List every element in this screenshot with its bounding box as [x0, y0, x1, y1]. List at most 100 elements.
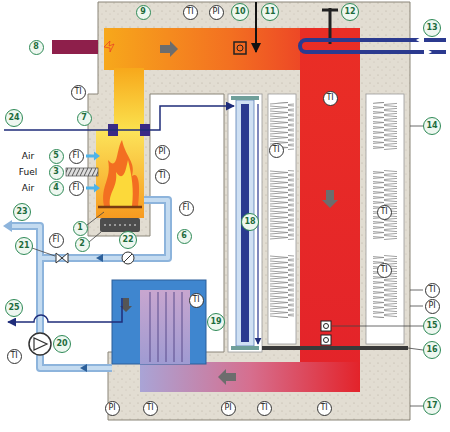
flow-label: Air [20, 151, 36, 162]
flue-riser [114, 68, 144, 132]
instrument-tag: TI [257, 401, 272, 416]
instrument-tag: TI [71, 85, 86, 100]
air-arrow [94, 152, 100, 161]
sensor [321, 321, 331, 331]
sensor [324, 324, 329, 329]
flow-label: Air [20, 183, 36, 194]
callout-number: 18 [241, 213, 259, 231]
coil-slot [366, 94, 404, 344]
instrument-tag: TI [155, 169, 170, 184]
flow-arrow [160, 41, 178, 57]
inlet-arrow [255, 2, 257, 52]
instrument-tag: TI [377, 263, 392, 278]
callout-number: 21 [15, 237, 33, 255]
callout-number: 16 [423, 341, 441, 359]
callout-number: 5 [49, 149, 64, 164]
instrument-tag: PI [221, 401, 236, 416]
air-inlet [86, 155, 95, 158]
heater-coil [373, 255, 397, 318]
callout-number: 9 [136, 5, 151, 20]
callout-number: 6 [177, 229, 192, 244]
air-arrow [94, 184, 100, 193]
pipe-arrow [80, 364, 87, 372]
insulation-housing [88, 2, 410, 420]
ash-pan [100, 218, 140, 232]
pipe-arrow [424, 48, 432, 57]
instrument-tag: PI [209, 5, 224, 20]
callout-number: 19 [207, 313, 225, 331]
temperature-sensor [237, 45, 243, 51]
coil-slot [268, 94, 296, 344]
instrument-tag: TI [377, 205, 392, 220]
instrument-tag: FI [49, 233, 64, 248]
tube-slot [228, 94, 262, 352]
callout-number: 25 [5, 299, 23, 317]
flow-meter [124, 254, 132, 262]
temperature-sensor [234, 42, 246, 54]
instrument-tag: FI [69, 149, 84, 164]
flame [110, 160, 133, 206]
igniter [52, 40, 98, 54]
heater-coil [373, 170, 397, 240]
pump-symbol [34, 338, 47, 350]
outlet-arrow [3, 220, 12, 232]
heater-coil [270, 170, 294, 240]
tube-plate [231, 96, 259, 100]
callout-number: 14 [423, 117, 441, 135]
heater-coil [270, 255, 294, 318]
instrument-tag: TI [183, 5, 198, 20]
callout-number: 12 [341, 3, 359, 21]
instrument-tag: TI [425, 283, 440, 298]
instrument-tag: TI [143, 401, 158, 416]
pump-symbol [29, 333, 51, 355]
water-pipe [10, 200, 168, 368]
tubes [150, 292, 182, 362]
water-line [8, 298, 122, 322]
instrument-tag: TI [7, 349, 22, 364]
instrument-tag: FI [179, 201, 194, 216]
callout-number: 20 [53, 335, 71, 353]
grid-plate [262, 346, 408, 350]
combustion-chamber [96, 130, 144, 218]
flue-channel [300, 28, 360, 392]
flow-meter [122, 252, 134, 264]
callout-number: 1 [73, 221, 88, 236]
callout-number: 2 [75, 237, 90, 252]
tube-bundle [140, 290, 190, 364]
callout-number: 17 [423, 397, 441, 415]
water-line [4, 106, 234, 130]
valve-symbol [56, 253, 68, 263]
water-pipe [10, 200, 168, 368]
leader-line [32, 126, 423, 406]
callout-number: 7 [77, 111, 92, 126]
air-inlet [86, 187, 95, 190]
callout-number: 8 [29, 40, 44, 55]
tube-plate [231, 346, 259, 350]
instrument-tag: PI [155, 145, 170, 160]
callout-number: 4 [49, 181, 64, 196]
pipe-arrow [416, 36, 424, 45]
callout-number: 11 [261, 3, 279, 21]
flow-label: Fuel [17, 167, 39, 178]
flame [103, 140, 139, 206]
instrument-tag: PI [425, 299, 440, 314]
pipe-arrow [96, 254, 103, 262]
callout-number: 15 [423, 317, 441, 335]
sensor [324, 338, 329, 343]
flow-arrow [322, 190, 338, 208]
callout-number: 24 [5, 109, 23, 127]
water-tank [112, 280, 206, 364]
grate [98, 206, 142, 209]
flue-channel [140, 362, 360, 392]
instrument-tag: TI [323, 91, 338, 106]
instrument-tag: FI [69, 181, 84, 196]
instrument-tag: TI [269, 143, 284, 158]
heater-coil [373, 102, 397, 150]
sensor [321, 335, 331, 345]
callout-number: 13 [423, 19, 441, 37]
callout-number: 22 [119, 231, 137, 249]
ash [104, 224, 136, 226]
spark [104, 41, 114, 52]
callout-number: 23 [13, 203, 31, 221]
instrument-tag: TI [189, 293, 204, 308]
